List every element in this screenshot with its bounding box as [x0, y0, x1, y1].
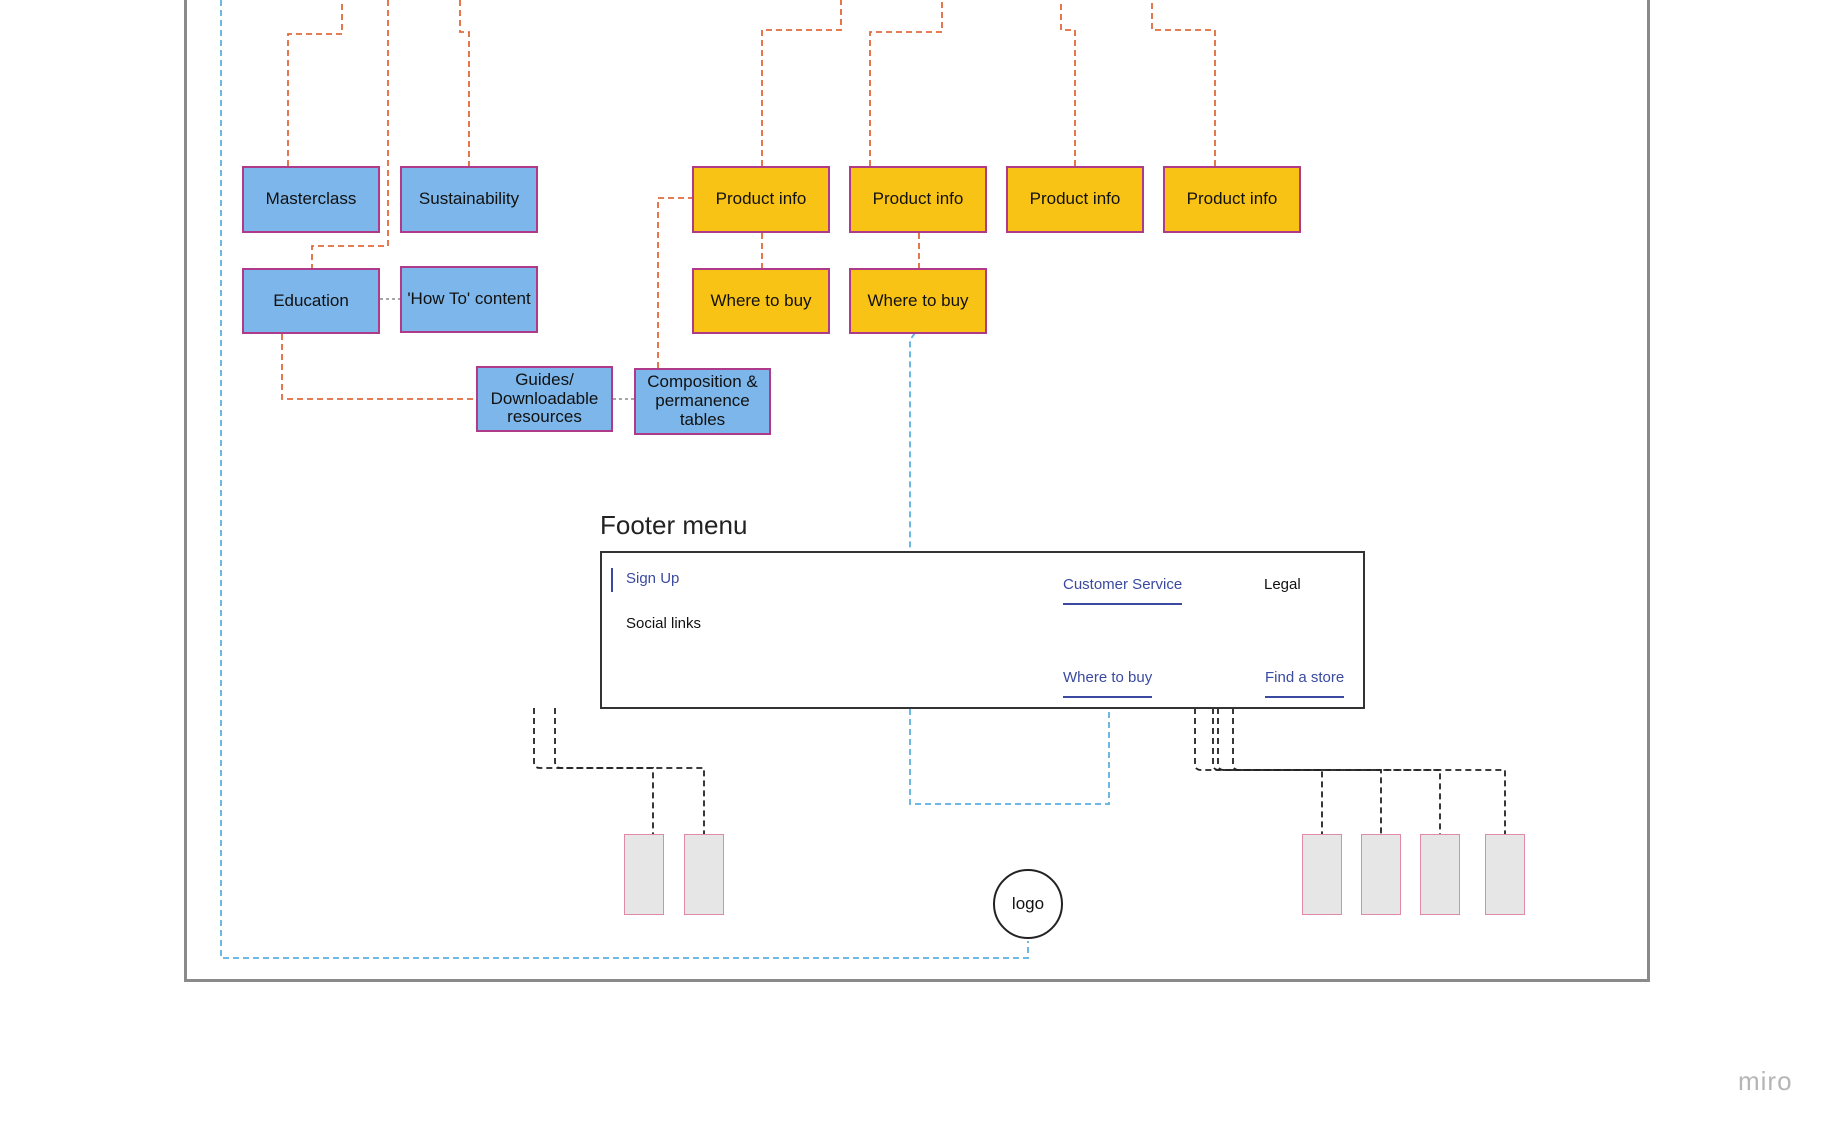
how-to-content-label: 'How To' content	[407, 289, 531, 309]
composition-tables-label: Composition & permanence tables	[647, 372, 758, 429]
product-info-label: Product info	[1029, 189, 1121, 209]
logo-node[interactable]: logo	[993, 869, 1063, 939]
masterclass-node[interactable]: Masterclass	[242, 166, 380, 233]
composition-tables-node[interactable]: Composition & permanence tables	[634, 368, 771, 435]
education-node[interactable]: Education	[242, 268, 380, 334]
masterclass-label: Masterclass	[265, 189, 357, 209]
page-placeholder[interactable]	[1302, 834, 1342, 915]
page-placeholder[interactable]	[624, 834, 664, 915]
where-to-buy-node[interactable]: Where to buy	[692, 268, 830, 334]
sign-up-indicator	[611, 568, 613, 592]
guides-node[interactable]: Guides/ Downloadable resources	[476, 366, 613, 432]
education-label: Education	[273, 290, 349, 310]
where-to-buy-node[interactable]: Where to buy	[849, 268, 987, 334]
sustainability-label: Sustainability	[418, 189, 520, 209]
sign-up-link[interactable]: Sign Up	[626, 570, 680, 587]
logo-label: logo	[1011, 894, 1045, 913]
footer-menu-box	[600, 551, 1365, 709]
product-info-node[interactable]: Product info	[692, 166, 830, 233]
product-info-node[interactable]: Product info	[1163, 166, 1301, 233]
product-info-label: Product info	[872, 189, 964, 209]
find-a-store-link[interactable]: Find a store	[1265, 669, 1345, 698]
page-placeholder[interactable]	[1361, 834, 1401, 915]
product-info-node[interactable]: Product info	[849, 166, 987, 233]
page-placeholder[interactable]	[1420, 834, 1460, 915]
where-to-buy-label: Where to buy	[867, 290, 969, 310]
where-to-buy-label: Where to buy	[710, 290, 812, 310]
product-info-node[interactable]: Product info	[1006, 166, 1144, 233]
how-to-content-node[interactable]: 'How To' content	[400, 266, 538, 333]
product-info-label: Product info	[1186, 189, 1278, 209]
product-info-label: Product info	[715, 189, 807, 209]
sustainability-node[interactable]: Sustainability	[400, 166, 538, 233]
miro-watermark: miro	[1738, 1066, 1793, 1096]
page-placeholder[interactable]	[1485, 834, 1525, 915]
footer-menu-title: Footer menu	[600, 510, 748, 540]
where-to-buy-link[interactable]: Where to buy	[1063, 669, 1153, 698]
social-links-text: Social links	[626, 615, 702, 632]
board-frame	[184, 0, 1650, 982]
guides-label: Guides/ Downloadable resources	[490, 369, 599, 427]
customer-service-link[interactable]: Customer Service	[1063, 576, 1183, 605]
legal-text: Legal	[1264, 576, 1301, 593]
page-placeholder[interactable]	[684, 834, 724, 915]
